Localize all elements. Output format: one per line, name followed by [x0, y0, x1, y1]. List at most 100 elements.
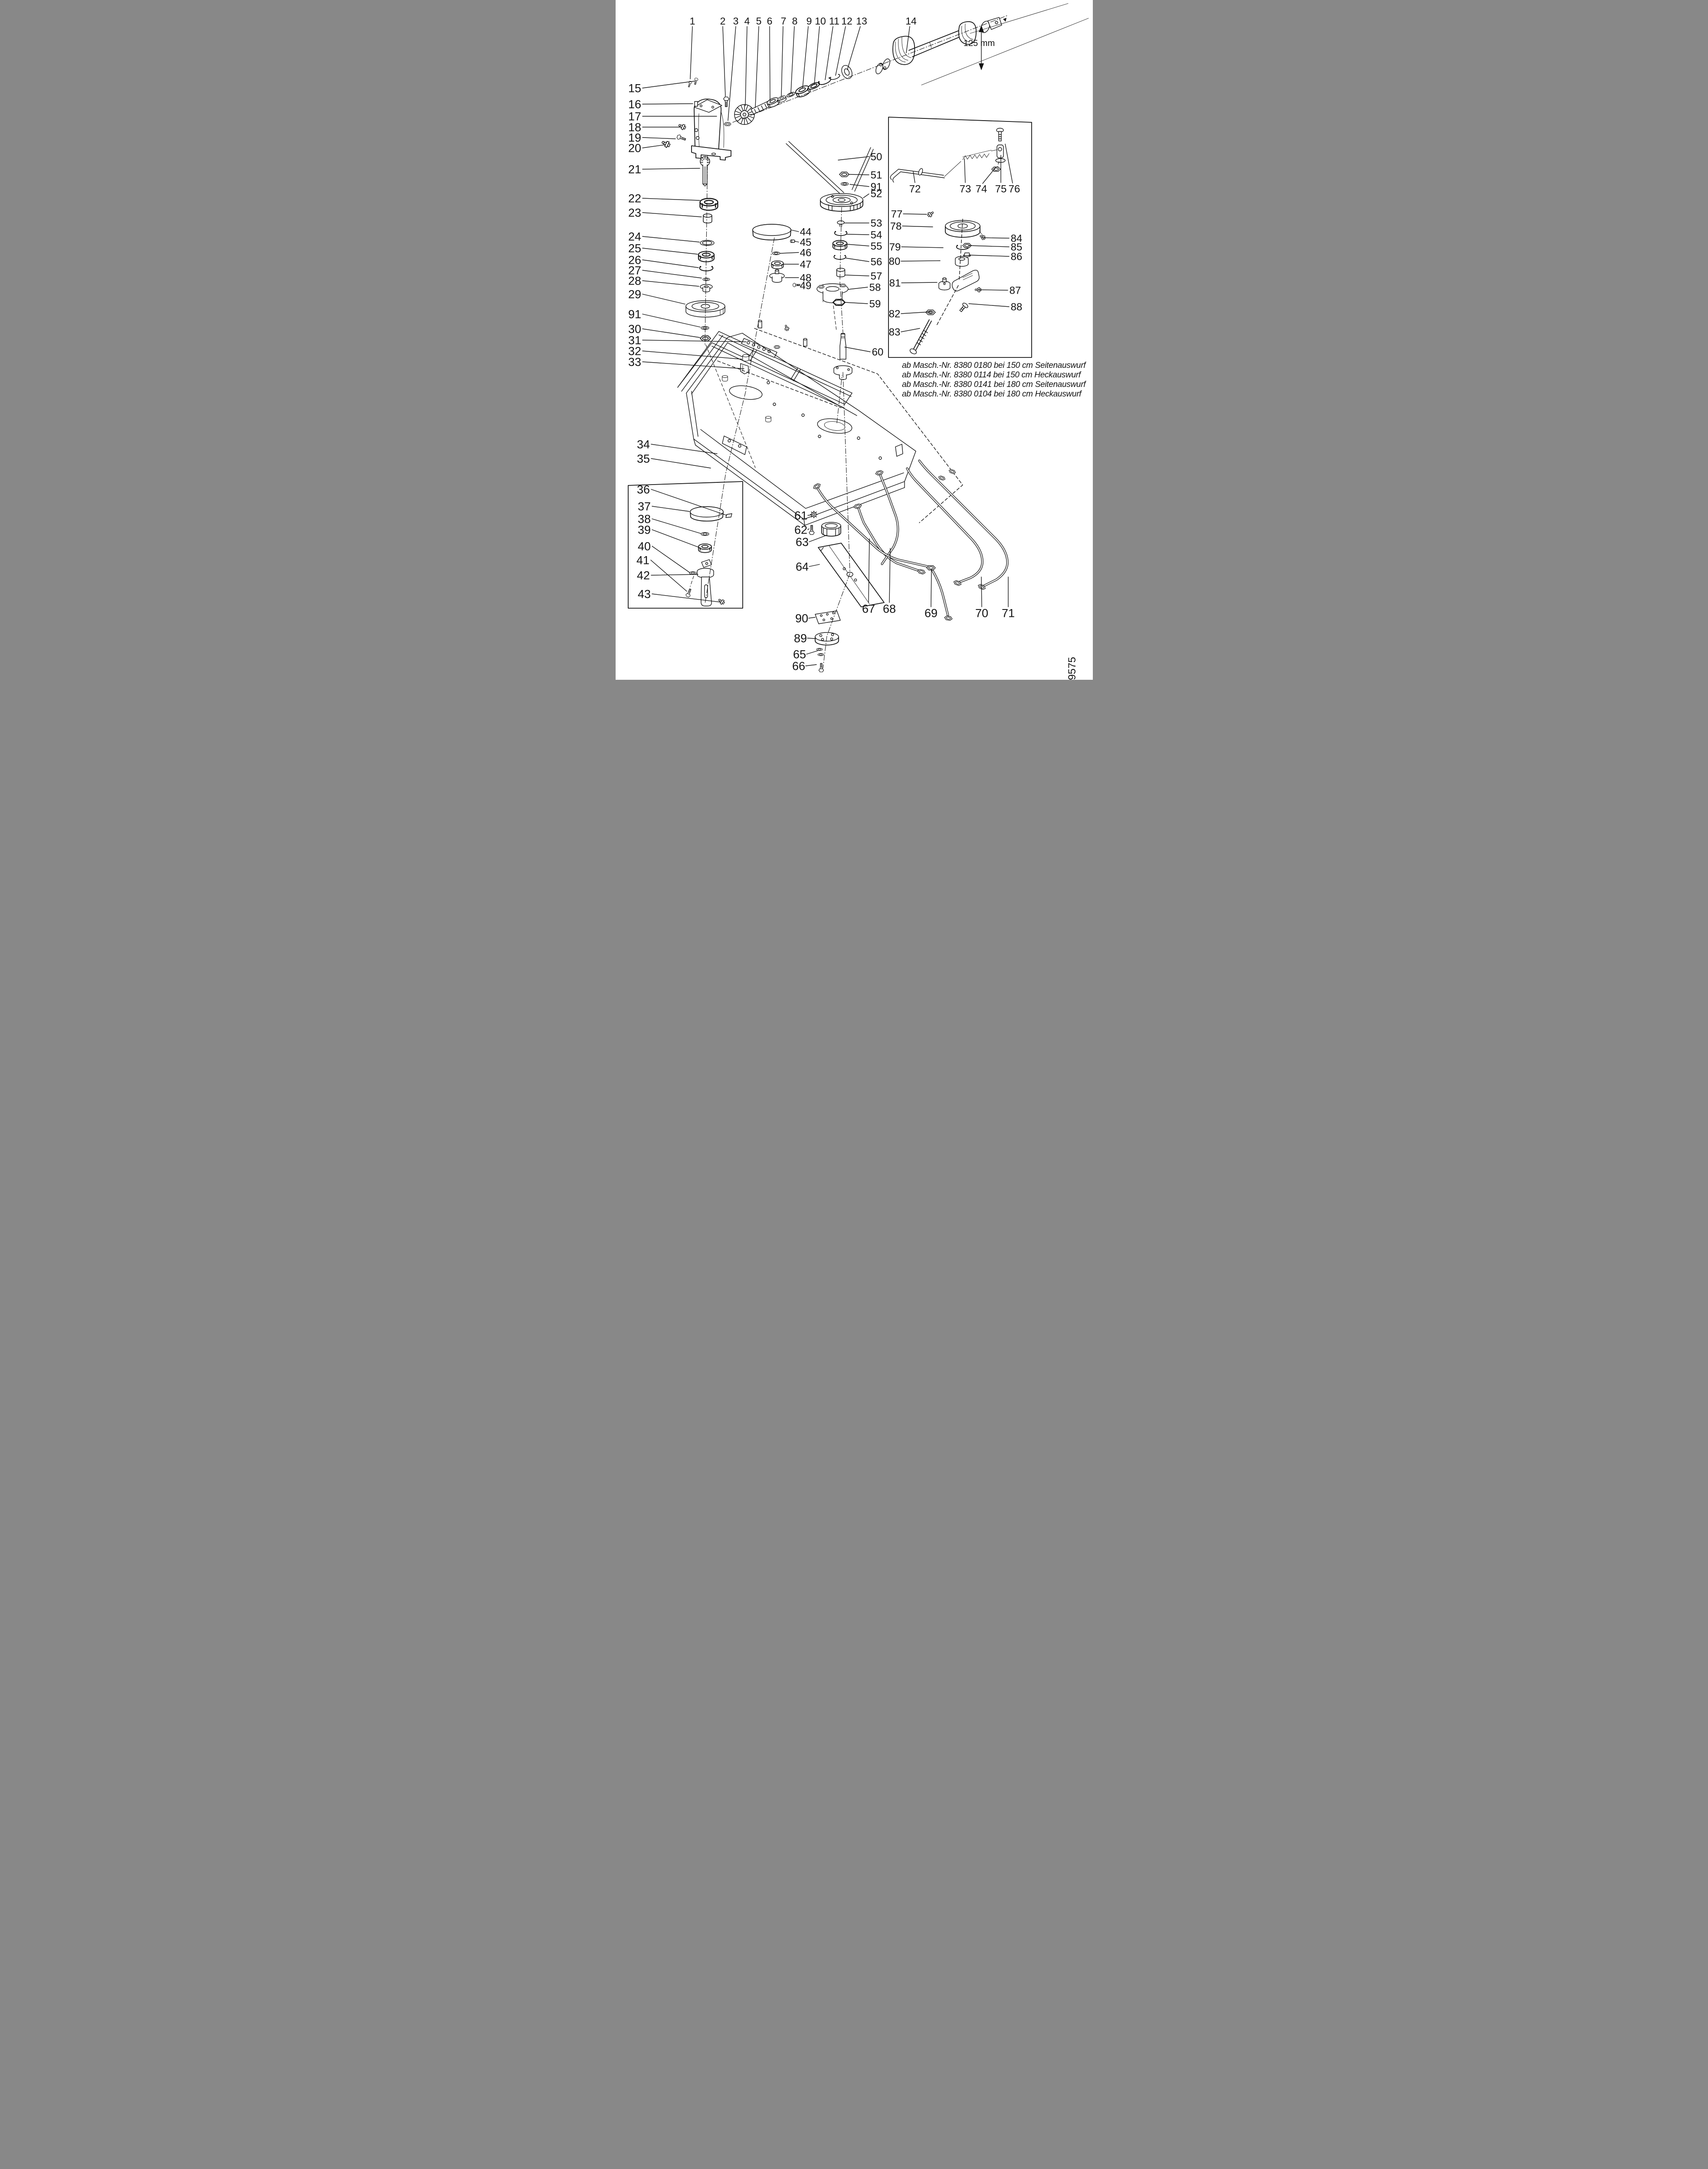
- callout-74: 74: [975, 183, 987, 195]
- leader-line-73: [964, 158, 966, 183]
- leader-line-29: [642, 294, 685, 305]
- callout-89: 89: [793, 632, 806, 645]
- bevel-pinion-shaft-drawing: [699, 156, 710, 187]
- callout-37: 37: [637, 500, 650, 513]
- leader-line-50: [837, 156, 869, 161]
- leader-line-38: [651, 518, 702, 534]
- callout-86: 86: [1010, 251, 1022, 263]
- note-line-3: ab Masch.-Nr. 8380 0141 bei 180 cm Seite…: [902, 380, 1086, 389]
- callout-65: 65: [793, 648, 806, 661]
- callout-6: 6: [767, 15, 772, 26]
- callout-41: 41: [636, 554, 649, 567]
- leader-line-72: [912, 171, 915, 183]
- dimension-125mm: 125 mm: [921, 3, 1088, 85]
- callout-47: 47: [800, 259, 811, 271]
- leader-line-1: [689, 26, 693, 79]
- machine-number-notes: ab Masch.-Nr. 8380 0180 bei 150 cm Seite…: [902, 361, 1087, 399]
- callout-24: 24: [628, 230, 641, 243]
- callout-15: 15: [628, 82, 641, 95]
- gearbox-housing-drawing: [691, 98, 731, 161]
- callout-40: 40: [637, 540, 650, 553]
- leader-line-45: [793, 241, 799, 242]
- leader-line-74: [982, 167, 996, 184]
- leader-line-10: [813, 26, 820, 85]
- leader-line-51: [848, 174, 869, 175]
- callout-29: 29: [628, 288, 641, 301]
- pipe-68: [875, 469, 899, 565]
- callout-17: 17: [628, 110, 641, 123]
- callout-12: 12: [841, 15, 852, 26]
- leader-line-90: [808, 617, 816, 619]
- callout-85: 85: [1010, 242, 1022, 253]
- callout-4: 4: [744, 15, 750, 26]
- ghost-outline-dashed: [717, 328, 963, 523]
- callout-7: 7: [780, 15, 786, 26]
- leader-line-35: [650, 458, 711, 469]
- leader-line-68: [888, 548, 891, 603]
- leader-line-30: [642, 328, 700, 338]
- leader-line-34: [650, 444, 718, 454]
- sheet-number: 9575: [1066, 657, 1078, 680]
- callout-44: 44: [800, 226, 811, 238]
- callout-52: 52: [870, 188, 882, 200]
- deck-drawing: [685, 333, 916, 526]
- note-line-4: ab Masch.-Nr. 8380 0104 bei 180 cm Hecka…: [902, 390, 1082, 399]
- leader-line-86: [968, 255, 1010, 257]
- leader-line-14: [905, 26, 910, 53]
- callout-8: 8: [792, 15, 797, 26]
- callout-33: 33: [628, 356, 641, 369]
- callout-18: 18: [628, 121, 641, 134]
- leader-line-13: [846, 26, 861, 70]
- callout-91: 91: [628, 308, 641, 321]
- callout-43: 43: [637, 588, 650, 601]
- leader-line-11: [824, 26, 833, 80]
- leader-line-60: [844, 347, 871, 352]
- callout-57: 57: [870, 271, 882, 282]
- callout-62: 62: [794, 524, 807, 537]
- callout-35: 35: [636, 452, 649, 465]
- callout-88: 88: [1010, 301, 1022, 313]
- leader-line-56: [845, 258, 869, 262]
- leader-line-83: [900, 328, 920, 332]
- blade-drawing: [817, 543, 885, 607]
- leader-line-37: [651, 506, 690, 512]
- callout-87: 87: [1009, 285, 1021, 297]
- callout-5: 5: [756, 15, 761, 26]
- leader-line-23: [642, 212, 702, 217]
- callout-22: 22: [628, 192, 641, 205]
- center-lines: [704, 15, 1009, 668]
- callout-78: 78: [890, 221, 902, 233]
- callout-76: 76: [1008, 183, 1020, 195]
- leader-line-25: [642, 248, 698, 255]
- callout-13: 13: [856, 15, 867, 26]
- pipe-71: [918, 459, 1009, 591]
- callout-14: 14: [905, 15, 917, 26]
- leader-line-42: [650, 574, 698, 576]
- leader-line-82: [900, 311, 930, 314]
- leader-line-2: [722, 26, 726, 97]
- callout-90: 90: [795, 612, 808, 625]
- leader-line-64: [808, 564, 820, 567]
- leader-line-21: [642, 168, 700, 170]
- callout-82: 82: [888, 308, 900, 320]
- leader-line-88: [968, 303, 1010, 307]
- callout-80: 80: [888, 256, 900, 268]
- callout-20: 20: [628, 142, 641, 155]
- callout-51: 51: [870, 170, 882, 181]
- callout-28: 28: [628, 275, 641, 288]
- callout-68: 68: [882, 603, 895, 616]
- leader-line-63: [808, 535, 827, 542]
- leader-line-7: [780, 26, 784, 97]
- callout-63: 63: [795, 536, 808, 549]
- callout-64: 64: [795, 560, 808, 573]
- leader-line-58: [848, 287, 868, 290]
- callout-53: 53: [870, 218, 882, 229]
- long-bolt-drawing: [909, 319, 932, 354]
- callout-42: 42: [636, 569, 649, 582]
- callout-91: 91: [870, 181, 882, 193]
- leader-line-91: [849, 184, 869, 187]
- note-line-2: ab Masch.-Nr. 8380 0114 bei 150 cm Hecka…: [902, 370, 1082, 380]
- leader-line-66: [805, 664, 817, 666]
- leader-line-70: [980, 577, 982, 607]
- leader-line-65: [806, 650, 818, 655]
